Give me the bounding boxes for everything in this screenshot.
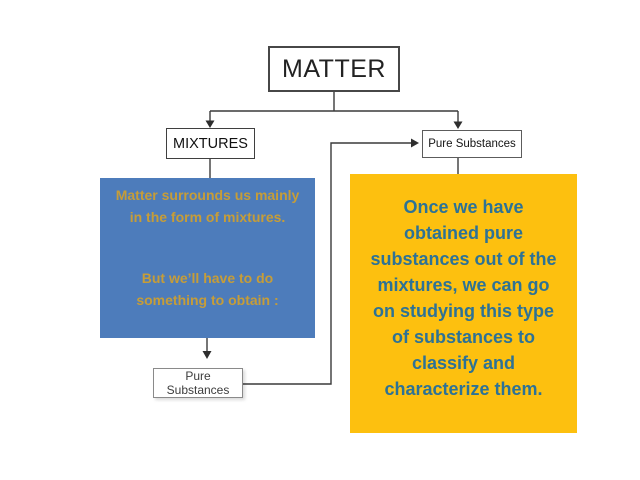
arrowhead-pure-top — [453, 121, 463, 129]
node-pure-substances-bottom: Pure Substances — [153, 368, 243, 398]
arrowhead-pure-top-left — [411, 138, 419, 148]
node-pure-substances-top: Pure Substances — [422, 130, 522, 158]
node-pure-substances-top-label: Pure Substances — [428, 138, 516, 150]
node-mixtures: MIXTURES — [166, 128, 255, 159]
node-matter: MATTER — [268, 46, 400, 92]
node-mixtures-label: MIXTURES — [173, 135, 248, 152]
node-pure-substances-bottom-label: Pure Substances — [166, 369, 230, 397]
arrowhead-mixtures — [205, 120, 215, 128]
node-matter-label: MATTER — [282, 54, 386, 83]
arrowhead-pure-bottom — [202, 351, 212, 359]
